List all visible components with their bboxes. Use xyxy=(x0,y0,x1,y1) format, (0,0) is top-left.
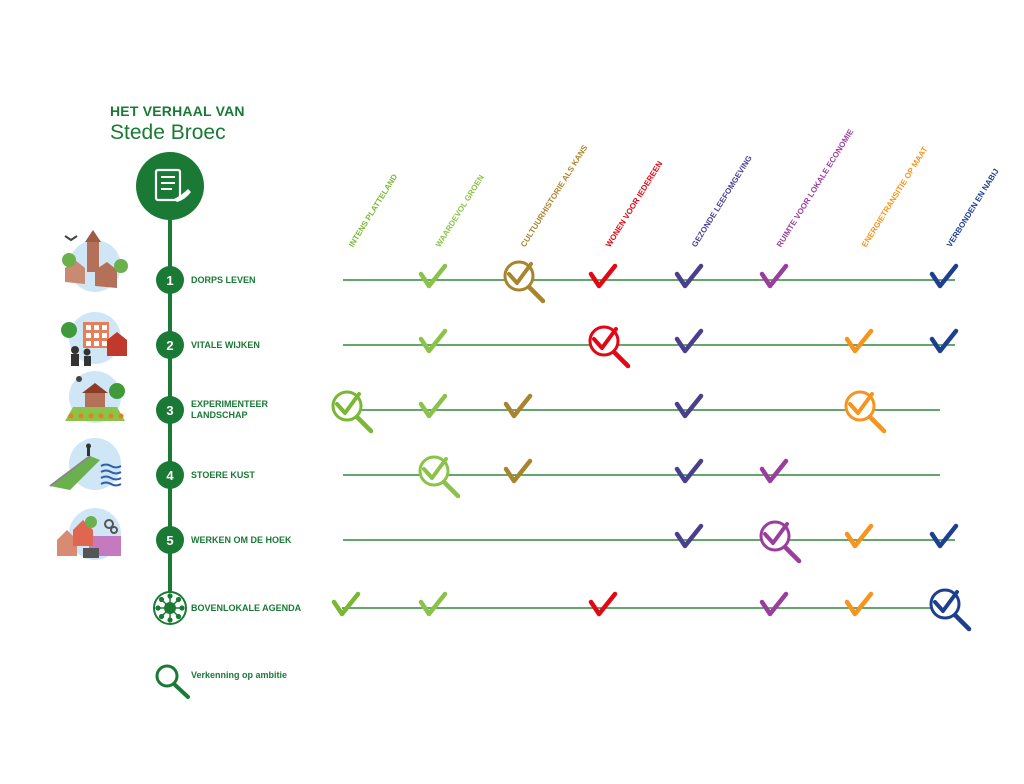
check-icon xyxy=(418,328,448,354)
explore-check-icon xyxy=(418,455,461,499)
check-icon xyxy=(759,458,789,484)
explore-check-icon xyxy=(844,390,887,434)
check-icon xyxy=(759,591,789,617)
row-number: 2 xyxy=(166,338,173,353)
check-icon xyxy=(929,328,959,354)
check-icon xyxy=(674,263,704,289)
check-icon xyxy=(674,393,704,419)
check-icon xyxy=(929,263,959,289)
title-line-1: HET VERHAAL VAN xyxy=(110,103,245,119)
row-label: BOVENLOKALE AGENDA xyxy=(191,602,302,613)
row-number: 1 xyxy=(166,273,173,288)
explore-check-icon xyxy=(331,390,374,434)
check-icon xyxy=(844,523,874,549)
check-icon xyxy=(674,523,704,549)
row-label: EXPERIMENTEER LANDSCHAP xyxy=(191,399,269,420)
neighbourhood-icon xyxy=(61,312,127,366)
explore-check-icon xyxy=(759,520,802,564)
check-icon xyxy=(929,523,959,549)
check-icon xyxy=(674,328,704,354)
check-icon xyxy=(844,591,874,617)
row-number-badge: 1 xyxy=(156,266,184,294)
row-label: DORPS LEVEN xyxy=(191,274,256,285)
coast-icon xyxy=(49,438,122,490)
row-number: 4 xyxy=(166,468,174,483)
check-icon xyxy=(418,591,448,617)
explore-check-icon xyxy=(588,325,631,369)
check-icon xyxy=(418,393,448,419)
row-number-badge: 5 xyxy=(156,526,184,554)
document-icon xyxy=(136,152,204,220)
check-icon xyxy=(588,263,618,289)
row-number-badge: 3 xyxy=(156,396,184,424)
check-icon xyxy=(844,328,874,354)
row-label: WERKEN OM DE HOEK xyxy=(191,534,292,545)
row-label: STOERE KUST xyxy=(191,469,255,480)
network-icon xyxy=(153,591,187,625)
landscape-icon xyxy=(65,371,125,423)
row-number-badge: 2 xyxy=(156,331,184,359)
row-number: 3 xyxy=(166,403,173,418)
page-title: Stede Broec xyxy=(110,121,226,144)
explore-check-icon xyxy=(503,260,546,304)
check-icon xyxy=(674,458,704,484)
row-number: 5 xyxy=(166,533,173,548)
check-icon xyxy=(418,263,448,289)
row-number-badge: 4 xyxy=(156,461,184,489)
check-icon xyxy=(503,458,533,484)
legend-label: Verkenning op ambitie xyxy=(191,670,288,680)
work-icon xyxy=(57,508,121,560)
magnifier-icon xyxy=(155,664,190,699)
row-label: VITALE WIJKEN xyxy=(191,339,260,350)
village-icon xyxy=(62,230,128,292)
check-icon xyxy=(759,263,789,289)
check-icon xyxy=(503,393,533,419)
check-icon xyxy=(588,591,618,617)
check-icon xyxy=(331,591,361,617)
explore-check-icon xyxy=(929,588,972,632)
